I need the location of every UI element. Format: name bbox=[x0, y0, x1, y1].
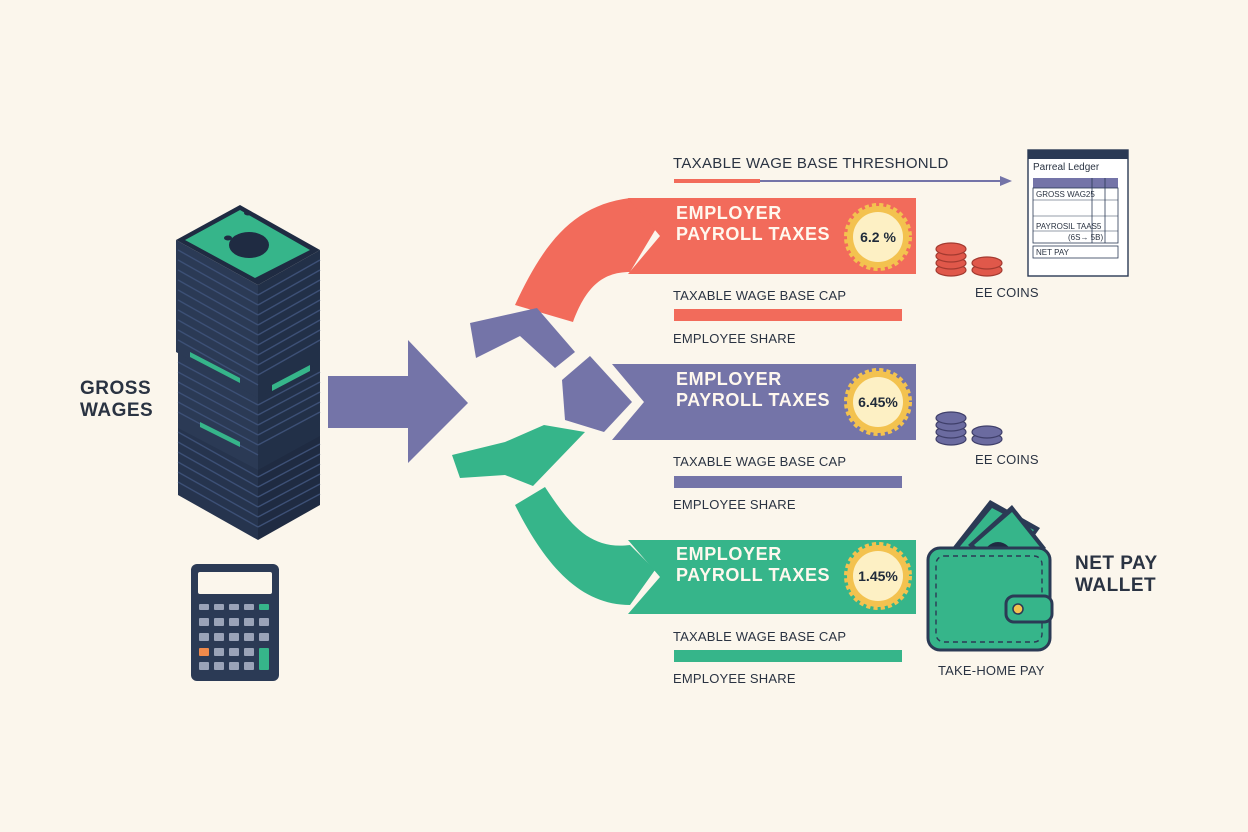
band-3-cap-label: TAXABLE WAGE BASE CAP bbox=[673, 629, 847, 644]
band-1-side-label: EE COINS bbox=[975, 285, 1039, 300]
ledger-row-payroll: PAYROSIL TAAS5 bbox=[1036, 222, 1102, 231]
coin-stack-icon-2 bbox=[935, 411, 1003, 446]
coral-branch bbox=[515, 198, 660, 322]
threshold-arrowhead bbox=[1000, 176, 1012, 186]
band-coral bbox=[628, 198, 916, 274]
band-2-share-label: EMPLOYEE SHARE bbox=[673, 497, 796, 512]
band-3-title: EMPLOYER PAYROLL TAXES bbox=[676, 544, 830, 586]
band-2-cap-label: TAXABLE WAGE BASE CAP bbox=[673, 454, 847, 469]
wallet-icon bbox=[926, 500, 1054, 652]
band-1-rate: 6.2 % bbox=[860, 229, 896, 245]
ledger-row-rates: (6S→ 5B) bbox=[1068, 233, 1104, 242]
band-3-rate: 1.45% bbox=[858, 568, 898, 584]
band-2-rate: 6.45% bbox=[858, 394, 898, 410]
net-pay-wallet-line1: NET PAY bbox=[1075, 553, 1158, 574]
ledger-row-netpay: NET PAY bbox=[1036, 248, 1069, 257]
cap-bar-purple bbox=[674, 476, 902, 488]
gross-wages-label: GROSS WAGES bbox=[80, 378, 153, 422]
band-1-title-line1: EMPLOYER bbox=[676, 203, 782, 223]
ledger-icon bbox=[1027, 149, 1129, 277]
rate-badge-1 bbox=[844, 203, 912, 271]
band-2-title-line2: PAYROLL TAXES bbox=[676, 390, 831, 410]
cap-bar-green bbox=[674, 650, 902, 662]
net-pay-wallet-label: NET PAY WALLET bbox=[1075, 553, 1158, 597]
band-1-cap-label: TAXABLE WAGE BASE CAP bbox=[673, 288, 847, 303]
cap-bar-coral bbox=[674, 309, 902, 321]
net-pay-wallet-line2: WALLET bbox=[1075, 575, 1157, 596]
band-purple bbox=[612, 364, 916, 440]
band-1-share-label: EMPLOYEE SHARE bbox=[673, 331, 796, 346]
band-1-title-line2: PAYROLL TAXES bbox=[676, 224, 831, 244]
band-2-title-line1: EMPLOYER bbox=[676, 369, 782, 389]
main-flow-arrow bbox=[328, 340, 468, 463]
money-stack-icon bbox=[176, 205, 321, 540]
band-3-share-label: EMPLOYEE SHARE bbox=[673, 671, 796, 686]
band-3-title-line1: EMPLOYER bbox=[676, 544, 782, 564]
rate-badge-3 bbox=[844, 542, 912, 610]
band-3-side-label: TAKE-HOME PAY bbox=[938, 663, 1045, 678]
calculator-icon bbox=[191, 564, 279, 681]
rate-badge-2 bbox=[844, 368, 912, 436]
coin-stack-icon bbox=[935, 242, 1003, 277]
gross-wages-line2: WAGES bbox=[80, 400, 154, 421]
band-2-side-label: EE COINS bbox=[975, 452, 1039, 467]
ledger-row-gross: GROSS WAG25 bbox=[1036, 190, 1095, 199]
band-3-title-line2: PAYROLL TAXES bbox=[676, 565, 831, 585]
band-1-title: EMPLOYER PAYROLL TAXES bbox=[676, 203, 830, 245]
threshold-label: TAXABLE WAGE BASE THRESHONLD bbox=[673, 155, 949, 172]
gross-wages-line1: GROSS bbox=[80, 378, 152, 399]
band-2-title: EMPLOYER PAYROLL TAXES bbox=[676, 369, 830, 411]
purple-branch bbox=[470, 308, 632, 432]
band-green bbox=[628, 540, 916, 614]
ledger-title: Parreal Ledger bbox=[1033, 162, 1100, 173]
green-branch bbox=[452, 425, 655, 605]
